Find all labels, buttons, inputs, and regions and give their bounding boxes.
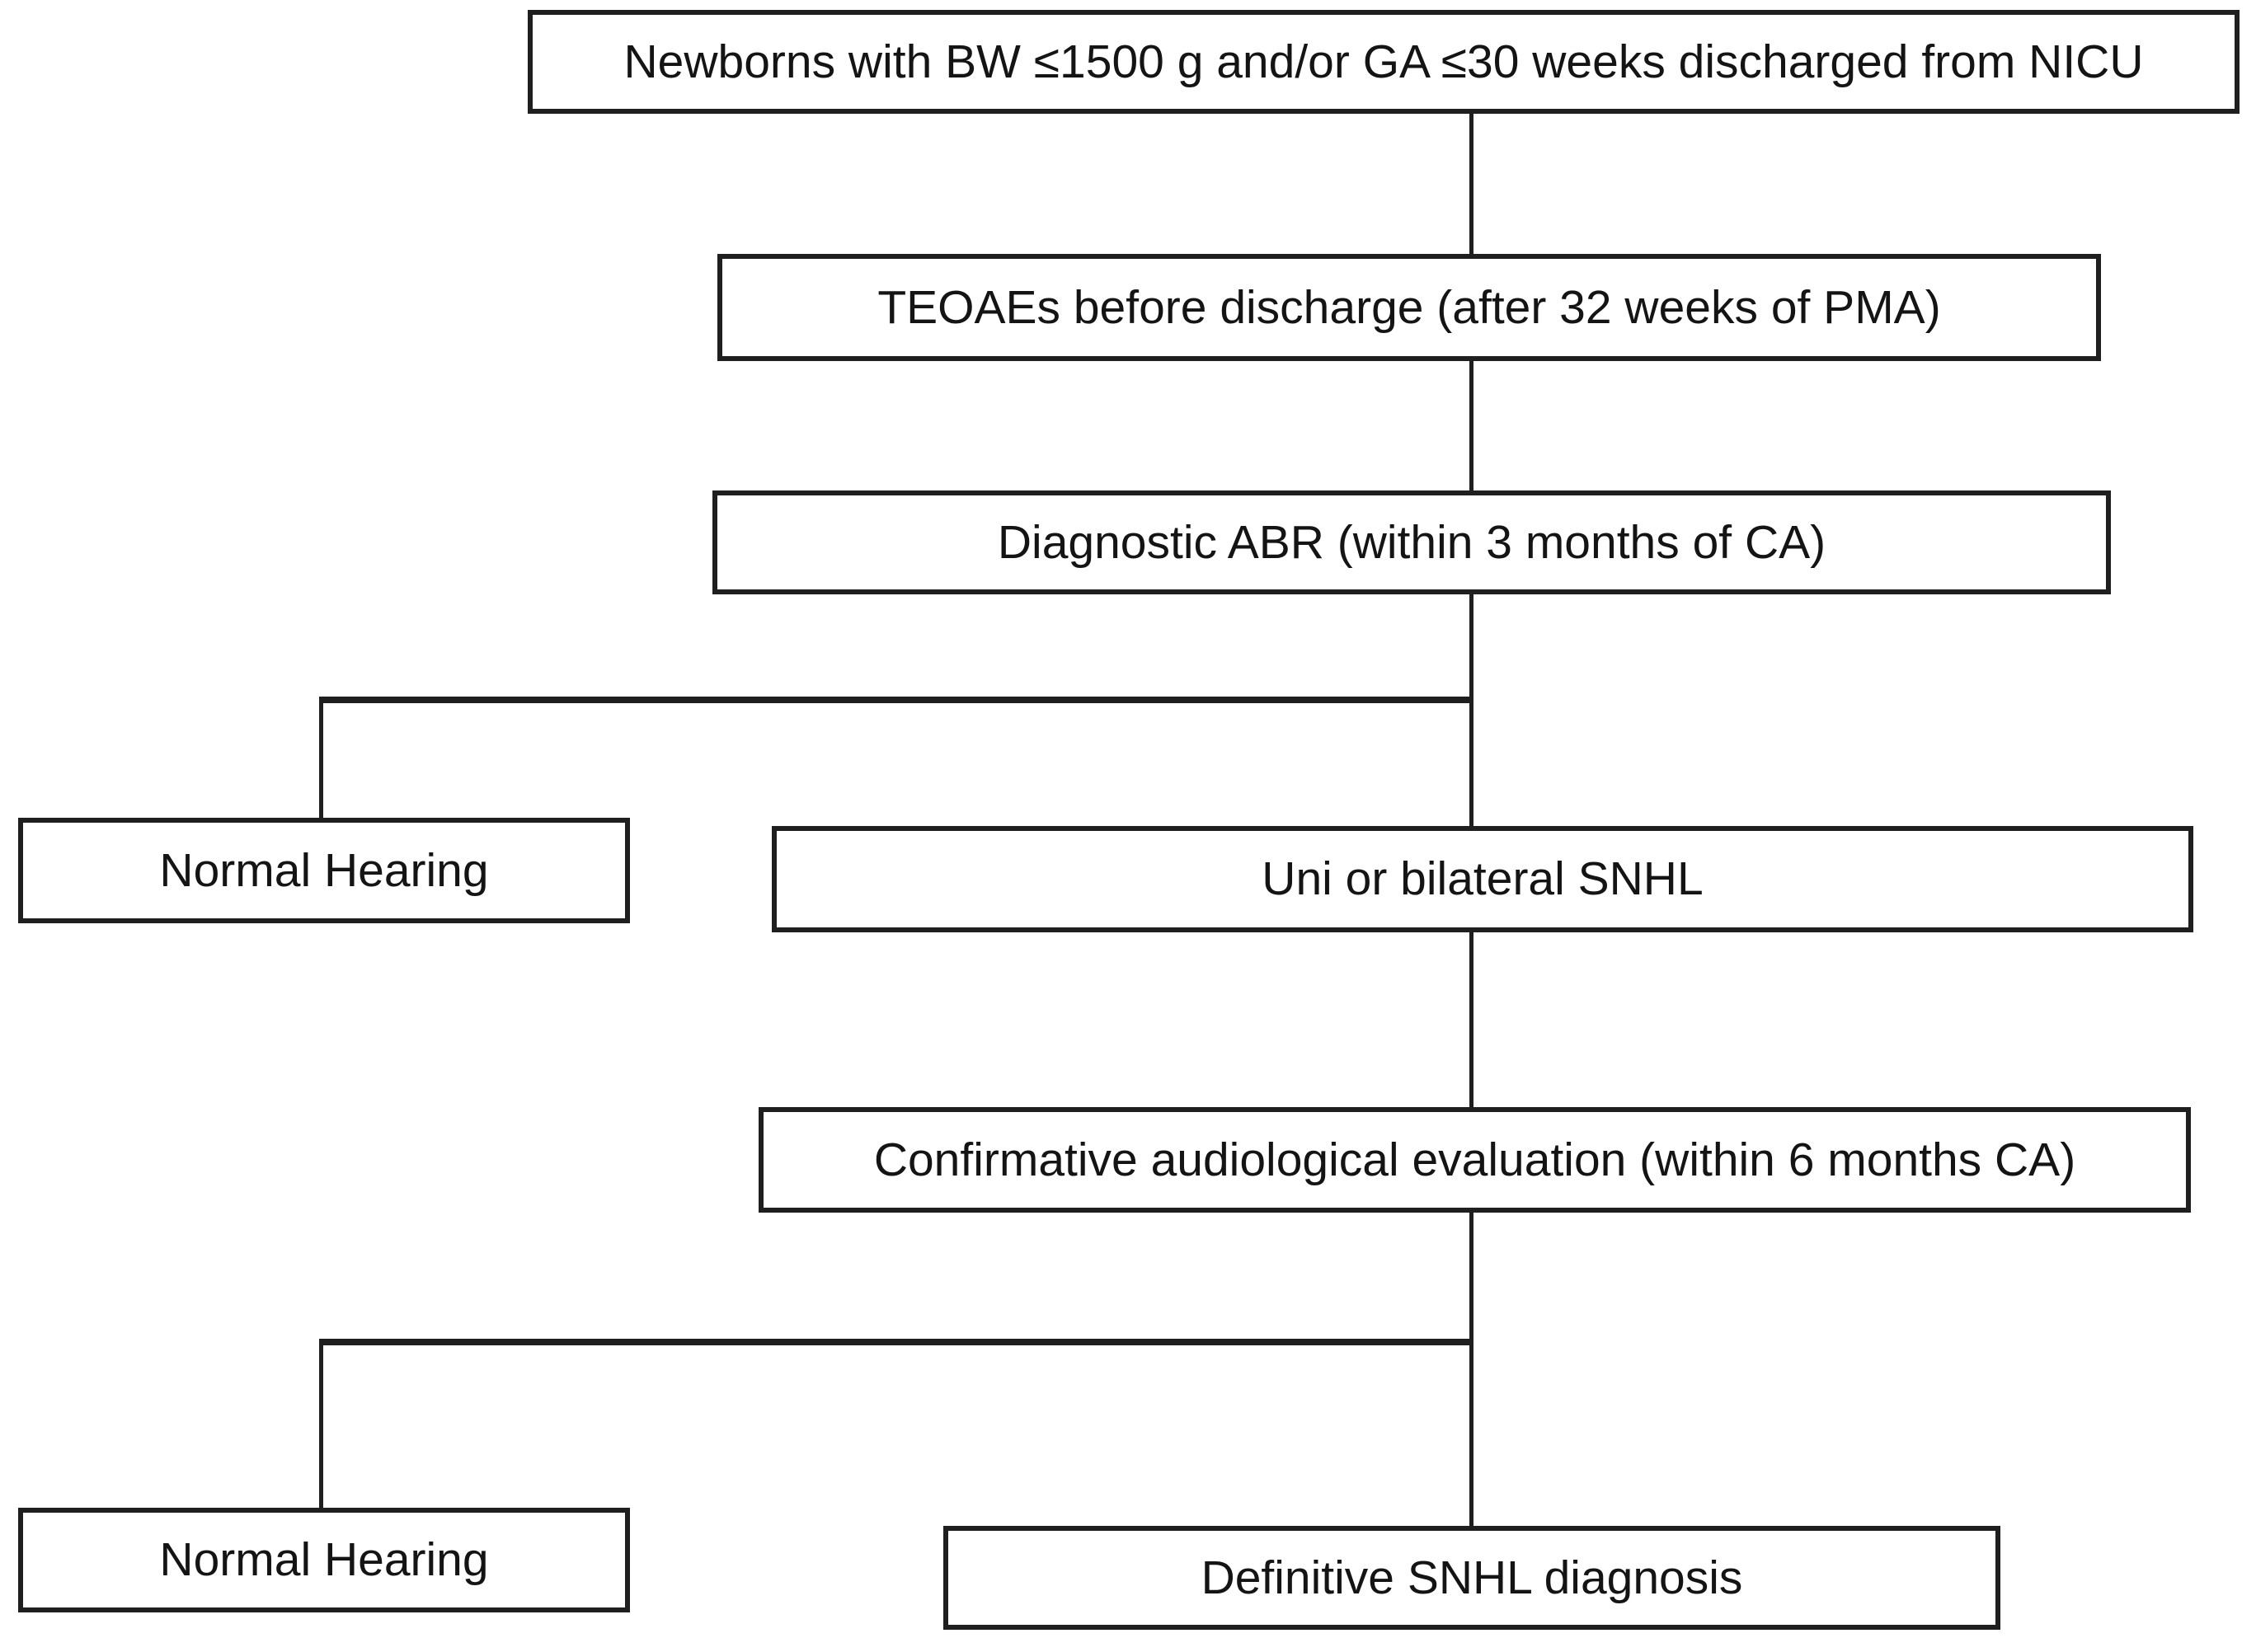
node-newborns-label: Newborns with BW ≤1500 g and/or GA ≤30 w… xyxy=(623,35,2144,88)
node-normal-hearing-1: Normal Hearing xyxy=(18,818,630,923)
connector-newborns-to-teoae xyxy=(1469,113,1473,255)
connector-branch2-to-normal-hearing xyxy=(319,1339,323,1509)
node-confirmative-evaluation: Confirmative audiological evaluation (wi… xyxy=(759,1107,2191,1213)
connector-snhl-to-confirmative xyxy=(1469,932,1473,1108)
node-uni-or-bilateral-snhl: Uni or bilateral SNHL xyxy=(772,826,2193,932)
connector-branch2-horizontal xyxy=(319,1339,1473,1345)
node-confirmative-label: Confirmative audiological evaluation (wi… xyxy=(873,1133,2076,1186)
connector-branch1-horizontal xyxy=(319,697,1473,703)
connector-abr-to-snhl xyxy=(1469,594,1473,827)
connector-teoae-to-abr xyxy=(1469,360,1473,491)
node-definitive-snhl-diagnosis: Definitive SNHL diagnosis xyxy=(943,1526,2000,1630)
node-teoae-label: TEOAEs before discharge (after 32 weeks … xyxy=(877,280,1941,334)
node-teoae-screening: TEOAEs before discharge (after 32 weeks … xyxy=(717,254,2101,361)
node-snhl-label: Uni or bilateral SNHL xyxy=(1262,852,1704,906)
node-definitive-label: Definitive SNHL diagnosis xyxy=(1201,1551,1743,1604)
node-normal-hearing-2-label: Normal Hearing xyxy=(159,1533,489,1587)
connector-confirmative-to-definitive xyxy=(1469,1212,1473,1527)
connector-branch1-to-normal-hearing xyxy=(319,697,323,819)
node-newborns-population: Newborns with BW ≤1500 g and/or GA ≤30 w… xyxy=(528,10,2240,114)
node-normal-hearing-2: Normal Hearing xyxy=(18,1508,630,1612)
node-diagnostic-abr: Diagnostic ABR (within 3 months of CA) xyxy=(712,490,2111,594)
node-abr-label: Diagnostic ABR (within 3 months of CA) xyxy=(997,515,1826,569)
node-normal-hearing-1-label: Normal Hearing xyxy=(159,843,489,897)
